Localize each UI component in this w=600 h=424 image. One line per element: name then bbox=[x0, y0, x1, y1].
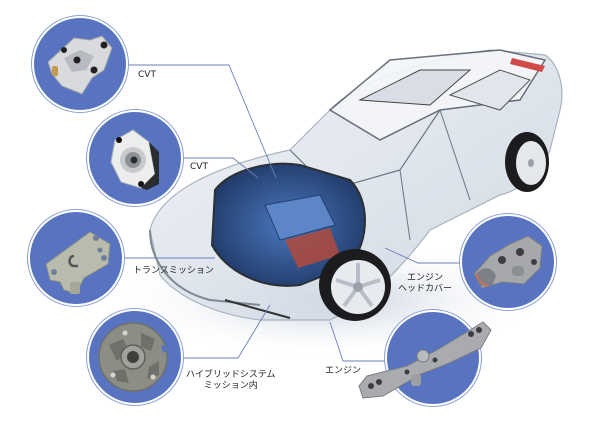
transmission-plate-part-icon bbox=[45, 231, 111, 295]
leader-line-cvt-2 bbox=[183, 157, 259, 179]
cvt-flange-part-icon bbox=[110, 129, 159, 190]
label-hybrid: ハイブリッドシステム ミッション内 bbox=[186, 370, 276, 392]
engine-manifold-part-image bbox=[358, 312, 492, 404]
label-hybrid-line1: ハイブリッドシステム bbox=[186, 370, 276, 380]
cvt-housing-part-image bbox=[34, 18, 126, 110]
label-engine-head-cover-line2: ヘッドカバー bbox=[398, 284, 453, 294]
hybrid-disc-part-icon bbox=[98, 322, 168, 392]
leader-line-hybrid bbox=[183, 304, 271, 359]
cvt-housing-part-icon bbox=[47, 35, 113, 95]
engine-manifold-part-icon bbox=[358, 321, 492, 399]
label-engine-head-cover-line1: エンジン bbox=[407, 273, 444, 283]
transmission-plate-part-image bbox=[30, 212, 122, 304]
engine-head-cover-part-icon bbox=[473, 235, 543, 289]
label-engine: エンジン bbox=[325, 366, 362, 376]
leader-line-cvt-1 bbox=[128, 64, 277, 179]
hybrid-disc-part-image bbox=[89, 311, 181, 403]
label-engine-head-cover: エンジン ヘッドカバー bbox=[398, 273, 452, 295]
leader-line-engine-head-cover bbox=[384, 247, 460, 264]
leader-line-engine bbox=[329, 321, 385, 362]
engine-head-cover-part-image bbox=[462, 216, 554, 308]
label-cvt-2: CVT bbox=[190, 162, 208, 172]
label-cvt-1: CVT bbox=[138, 70, 156, 80]
label-hybrid-line2: ミッション内 bbox=[203, 381, 258, 391]
cvt-flange-part-image bbox=[89, 112, 181, 204]
label-transmission: トランスミッション bbox=[133, 266, 214, 276]
